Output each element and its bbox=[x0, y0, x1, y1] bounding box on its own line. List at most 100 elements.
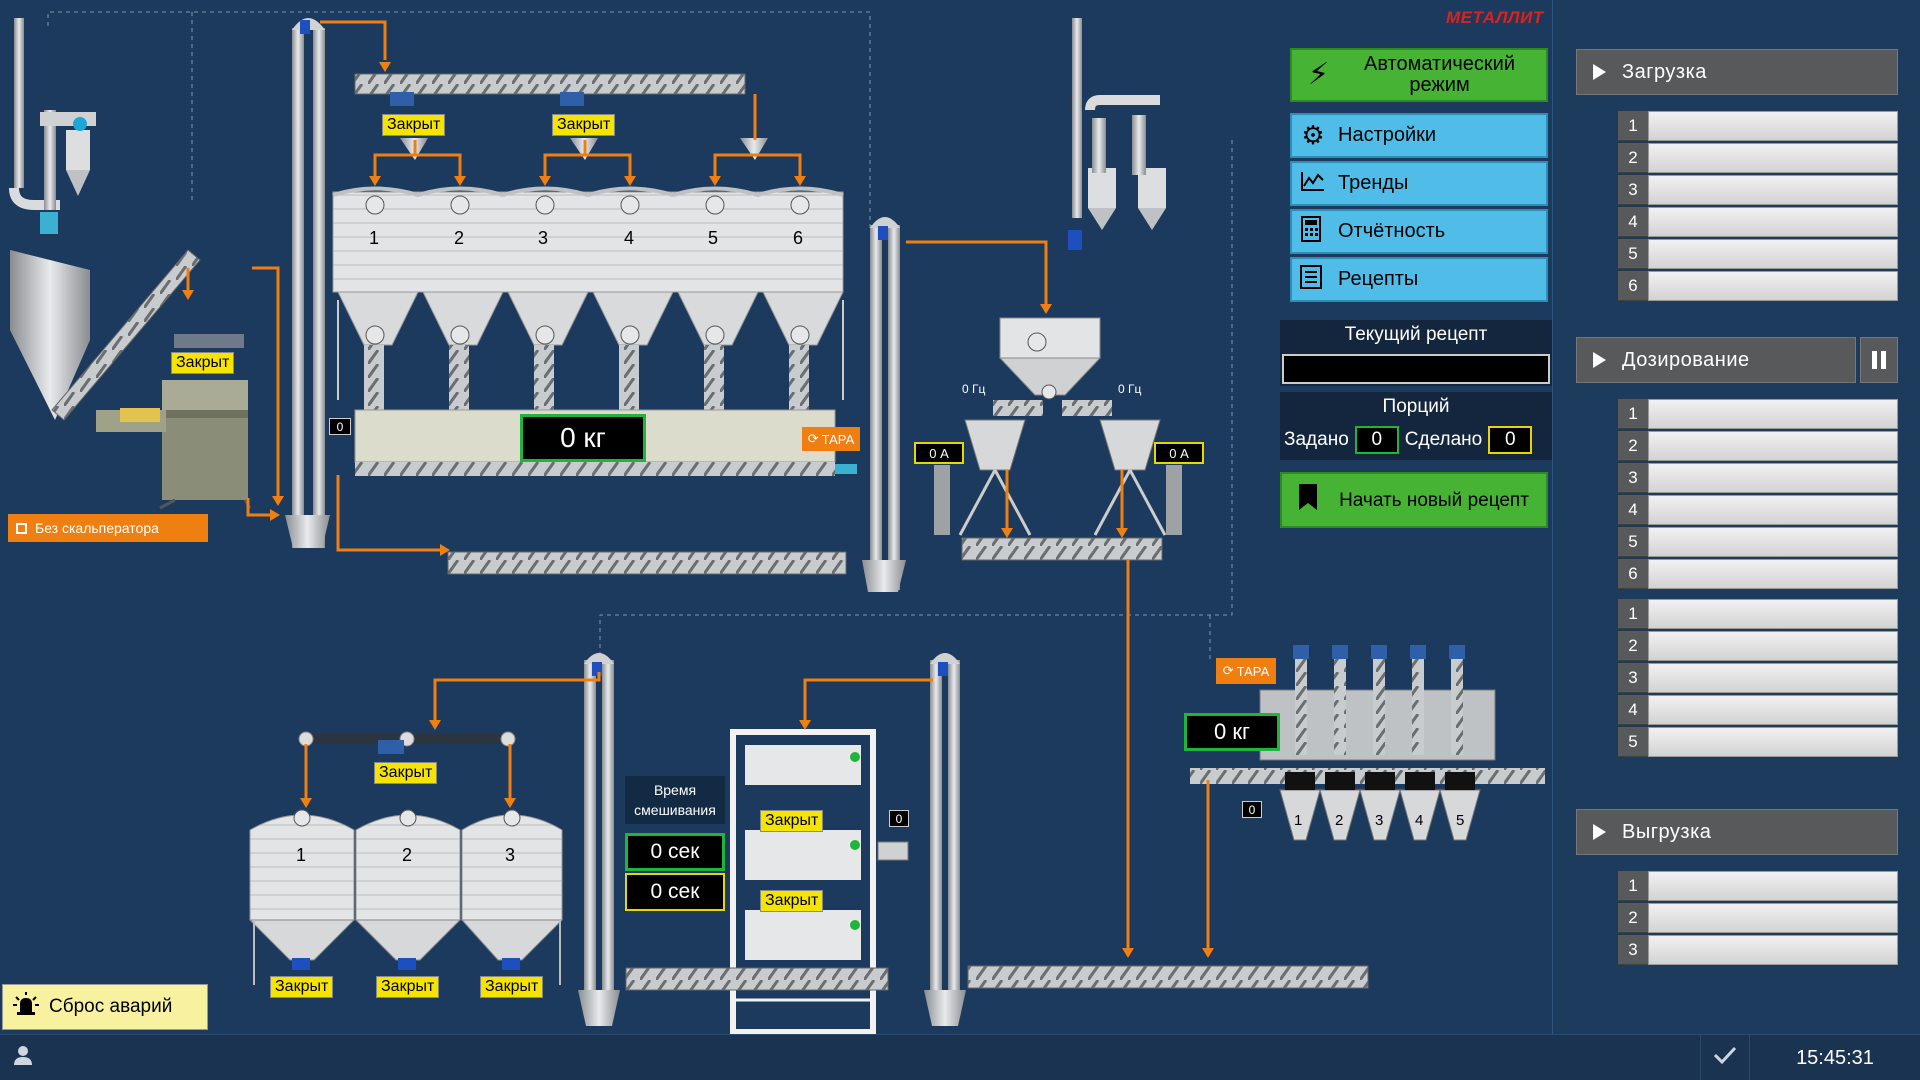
no-scalper-toggle[interactable]: Без скальператора bbox=[8, 514, 208, 542]
dosing-slot[interactable]: 2 bbox=[1618, 631, 1898, 661]
loading-slot[interactable]: 3 bbox=[1618, 175, 1898, 205]
valve-status[interactable]: Закрыт bbox=[270, 976, 334, 998]
new-recipe-button[interactable]: Начать новый рецепт bbox=[1280, 472, 1548, 528]
refresh-icon: ⟳ bbox=[1222, 663, 1234, 678]
valve-status[interactable]: Закрыт bbox=[376, 976, 440, 998]
slot-bar bbox=[1648, 559, 1898, 589]
slot-number: 6 bbox=[1618, 559, 1648, 589]
unloading-section-header[interactable]: Выгрузка bbox=[1576, 809, 1898, 855]
user-button[interactable] bbox=[0, 1035, 46, 1080]
slot-bar bbox=[1648, 631, 1898, 661]
reports-label: Отчётность bbox=[1338, 220, 1446, 242]
slot-number: 1 bbox=[1618, 599, 1648, 629]
current-recipe-panel: Текущий рецепт bbox=[1280, 320, 1552, 386]
dashed-lines bbox=[47, 11, 1233, 660]
auto-mode-label: Автоматический режим bbox=[1364, 53, 1516, 96]
gear-icon: ⚙ bbox=[1301, 120, 1325, 150]
set-value[interactable]: 0 bbox=[1354, 426, 1399, 454]
valve-status[interactable]: Закрыт bbox=[760, 810, 824, 832]
dosing-hopper bbox=[934, 317, 1182, 561]
elevator-3 bbox=[578, 653, 620, 1026]
bin-number: 2 bbox=[402, 845, 413, 865]
slot-number: 6 bbox=[1618, 271, 1648, 301]
trends-button[interactable]: Тренды bbox=[1290, 161, 1548, 206]
current-display: 0 А bbox=[914, 442, 964, 464]
loading-slot[interactable]: 5 bbox=[1618, 239, 1898, 269]
bin-number: 1 bbox=[296, 845, 307, 865]
loading-slot[interactable]: 4 bbox=[1618, 207, 1898, 237]
slot-number: 4 bbox=[1618, 207, 1648, 237]
done-label: Сделано bbox=[1404, 429, 1483, 450]
slot-bar bbox=[1648, 727, 1898, 757]
valve-status[interactable]: Закрыт bbox=[374, 762, 438, 784]
valve-status[interactable]: Закрыт bbox=[760, 890, 824, 912]
bin-number: 2 bbox=[1335, 812, 1344, 829]
loading-slot[interactable]: 1 bbox=[1618, 111, 1898, 141]
valve-status[interactable]: Закрыт bbox=[382, 114, 446, 136]
frequency-label: 0 Гц bbox=[1118, 382, 1142, 396]
valve-status[interactable]: Закрыт bbox=[480, 976, 544, 998]
dosing-slot[interactable]: 5 bbox=[1618, 527, 1898, 557]
dosing-slot[interactable]: 5 bbox=[1618, 727, 1898, 757]
play-icon bbox=[1593, 64, 1606, 80]
flow-lines bbox=[186, 20, 1210, 950]
reset-alarms-label: Сброс аварий bbox=[49, 996, 173, 1017]
dosing-slot[interactable]: 1 bbox=[1618, 599, 1898, 629]
unloading-slot[interactable]: 1 bbox=[1618, 871, 1898, 901]
dosing-slot[interactable]: 2 bbox=[1618, 431, 1898, 461]
current-recipe-value[interactable] bbox=[1282, 354, 1550, 384]
dosing-slot[interactable]: 1 bbox=[1618, 399, 1898, 429]
counter-box: 0 bbox=[329, 418, 351, 435]
reports-button[interactable]: Отчётность bbox=[1290, 209, 1548, 254]
slot-bar bbox=[1648, 175, 1898, 205]
slot-number: 1 bbox=[1618, 399, 1648, 429]
slot-number: 2 bbox=[1618, 431, 1648, 461]
micro-dosing-unit bbox=[1190, 645, 1545, 841]
slot-bar bbox=[1648, 903, 1898, 933]
valve-status[interactable]: Закрыт bbox=[552, 114, 616, 136]
list-icon bbox=[1300, 264, 1326, 295]
play-icon bbox=[1593, 352, 1606, 368]
unloading-title: Выгрузка bbox=[1622, 820, 1712, 843]
recipes-button[interactable]: Рецепты bbox=[1290, 257, 1548, 302]
trend-icon bbox=[1300, 170, 1326, 198]
auto-mode-button[interactable]: ⚡ Автоматический режим bbox=[1290, 48, 1548, 102]
slot-number: 3 bbox=[1618, 935, 1648, 965]
mixing-time-left: 0 сек bbox=[625, 873, 725, 911]
valve-status[interactable]: Закрыт bbox=[171, 352, 235, 374]
unloading-slot[interactable]: 2 bbox=[1618, 903, 1898, 933]
loading-section-header[interactable]: Загрузка bbox=[1576, 49, 1898, 95]
dosing-slot[interactable]: 4 bbox=[1618, 695, 1898, 725]
unloading-slot[interactable]: 3 bbox=[1618, 935, 1898, 965]
mixing-time-set[interactable]: 0 сек bbox=[625, 833, 725, 871]
dosing-slot[interactable]: 3 bbox=[1618, 463, 1898, 493]
bin-number: 3 bbox=[505, 845, 516, 865]
bottom-silos bbox=[248, 731, 564, 985]
slot-bar bbox=[1648, 935, 1898, 965]
bin-number: 3 bbox=[1375, 812, 1384, 829]
dosing-slot[interactable]: 3 bbox=[1618, 663, 1898, 693]
slot-number: 4 bbox=[1618, 695, 1648, 725]
slot-bar bbox=[1648, 111, 1898, 141]
slot-bar bbox=[1648, 431, 1898, 461]
settings-button[interactable]: ⚙ Настройки bbox=[1290, 113, 1548, 158]
loading-slot[interactable]: 2 bbox=[1618, 143, 1898, 173]
alarm-light-icon bbox=[13, 992, 39, 1022]
slot-number: 5 bbox=[1618, 727, 1648, 757]
new-recipe-label: Начать новый рецепт bbox=[1339, 489, 1529, 511]
tara-button[interactable]: ⟳ТАРА bbox=[1216, 658, 1276, 684]
dosing-slot[interactable]: 4 bbox=[1618, 495, 1898, 525]
reset-alarms-button[interactable]: Сброс аварий bbox=[2, 984, 208, 1030]
dosing-section-header[interactable]: Дозирование bbox=[1576, 337, 1856, 383]
slot-number: 2 bbox=[1618, 903, 1648, 933]
tara-button[interactable]: ⟳ТАРА bbox=[802, 427, 860, 451]
elevator-1 bbox=[285, 18, 330, 548]
dosing-slot[interactable]: 6 bbox=[1618, 559, 1898, 589]
status-ok-button[interactable] bbox=[1700, 1035, 1750, 1080]
loading-slot[interactable]: 6 bbox=[1618, 271, 1898, 301]
bin-number: 1 bbox=[1294, 812, 1303, 829]
pause-button[interactable] bbox=[1860, 337, 1898, 383]
frequency-label: 0 Гц bbox=[962, 382, 986, 396]
inclined-screw bbox=[51, 249, 201, 421]
